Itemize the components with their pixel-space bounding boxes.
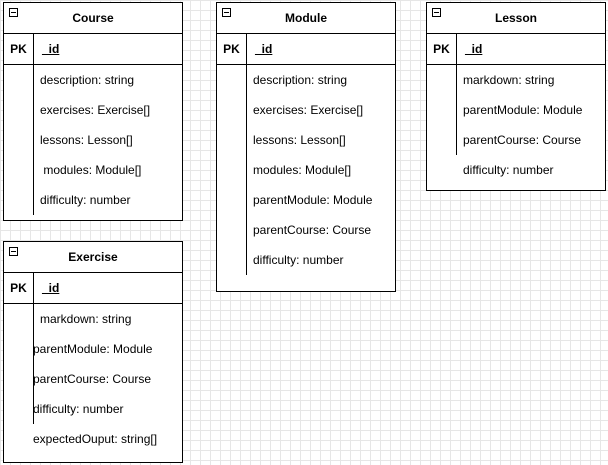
exercise-fields: markdown: string parentModule: Module pa… — [4, 304, 182, 454]
collapse-icon[interactable] — [9, 247, 18, 256]
lesson-table[interactable]: Lesson PK _id markdown: string parentMod… — [426, 2, 606, 191]
module-fields: description: string exercises: Exercise[… — [217, 65, 395, 275]
lesson-pk-field: _id — [465, 42, 483, 56]
collapse-icon[interactable] — [432, 8, 441, 17]
module-field[interactable]: description: string — [253, 73, 348, 87]
module-field[interactable]: exercises: Exercise[] — [253, 103, 364, 117]
module-field[interactable]: lessons: Lesson[] — [253, 133, 346, 147]
lesson-field[interactable]: markdown: string — [463, 73, 555, 87]
course-field[interactable]: modules: Module[] — [40, 163, 142, 177]
exercise-field[interactable]: parentModule: Module — [33, 342, 153, 356]
lesson-fields: markdown: string parentModule: Module pa… — [427, 65, 605, 185]
lesson-field[interactable]: parentModule: Module — [463, 103, 583, 117]
key-column-divider — [33, 65, 34, 215]
collapse-icon[interactable] — [9, 8, 18, 17]
exercise-pk-row[interactable]: PK _id — [4, 273, 182, 304]
pk-label: PK — [4, 273, 34, 303]
course-pk-row[interactable]: PK _id — [4, 34, 182, 65]
lesson-pk-row[interactable]: PK _id — [427, 34, 605, 65]
course-table-header[interactable]: Course — [4, 3, 182, 34]
exercise-field[interactable]: markdown: string — [40, 312, 132, 326]
key-column-divider — [456, 65, 457, 155]
exercise-field[interactable]: difficulty: number — [33, 402, 124, 416]
course-field[interactable]: exercises: Exercise[] — [40, 103, 151, 117]
lesson-table-header[interactable]: Lesson — [427, 3, 605, 34]
collapse-icon[interactable] — [222, 8, 231, 17]
module-table-title: Module — [285, 11, 327, 25]
key-column-divider — [246, 65, 247, 275]
pk-label: PK — [427, 34, 457, 64]
module-field[interactable]: parentCourse: Course — [253, 223, 372, 237]
lesson-field[interactable]: difficulty: number — [463, 163, 554, 177]
course-field[interactable]: lessons: Lesson[] — [40, 133, 133, 147]
key-column-divider — [33, 304, 34, 424]
course-table-title: Course — [72, 11, 114, 25]
module-field[interactable]: modules: Module[] — [253, 163, 352, 177]
module-pk-field: _id — [255, 42, 273, 56]
module-table[interactable]: Module PK _id description: string exerci… — [216, 2, 396, 292]
course-field[interactable]: description: string — [40, 73, 135, 87]
course-table[interactable]: Course PK _id description: string exerci… — [3, 2, 183, 221]
course-fields: description: string exercises: Exercise[… — [4, 65, 182, 215]
exercise-table-title: Exercise — [68, 250, 118, 264]
pk-label: PK — [217, 34, 247, 64]
exercise-table-header[interactable]: Exercise — [4, 242, 182, 273]
module-field[interactable]: parentModule: Module — [253, 193, 373, 207]
module-table-header[interactable]: Module — [217, 3, 395, 34]
lesson-field[interactable]: parentCourse: Course — [463, 133, 582, 147]
lesson-table-title: Lesson — [494, 11, 537, 25]
pk-label: PK — [4, 34, 34, 64]
exercise-field[interactable]: expectedOuput: string[] — [33, 432, 158, 446]
module-field[interactable]: difficulty: number — [253, 253, 344, 267]
module-pk-row[interactable]: PK _id — [217, 34, 395, 65]
exercise-pk-field: _id — [42, 281, 60, 295]
exercise-field[interactable]: parentCourse: Course — [33, 372, 152, 386]
course-pk-field: _id — [42, 42, 60, 56]
course-field[interactable]: difficulty: number — [40, 193, 131, 207]
exercise-table[interactable]: Exercise PK _id markdown: string parentM… — [3, 241, 183, 463]
